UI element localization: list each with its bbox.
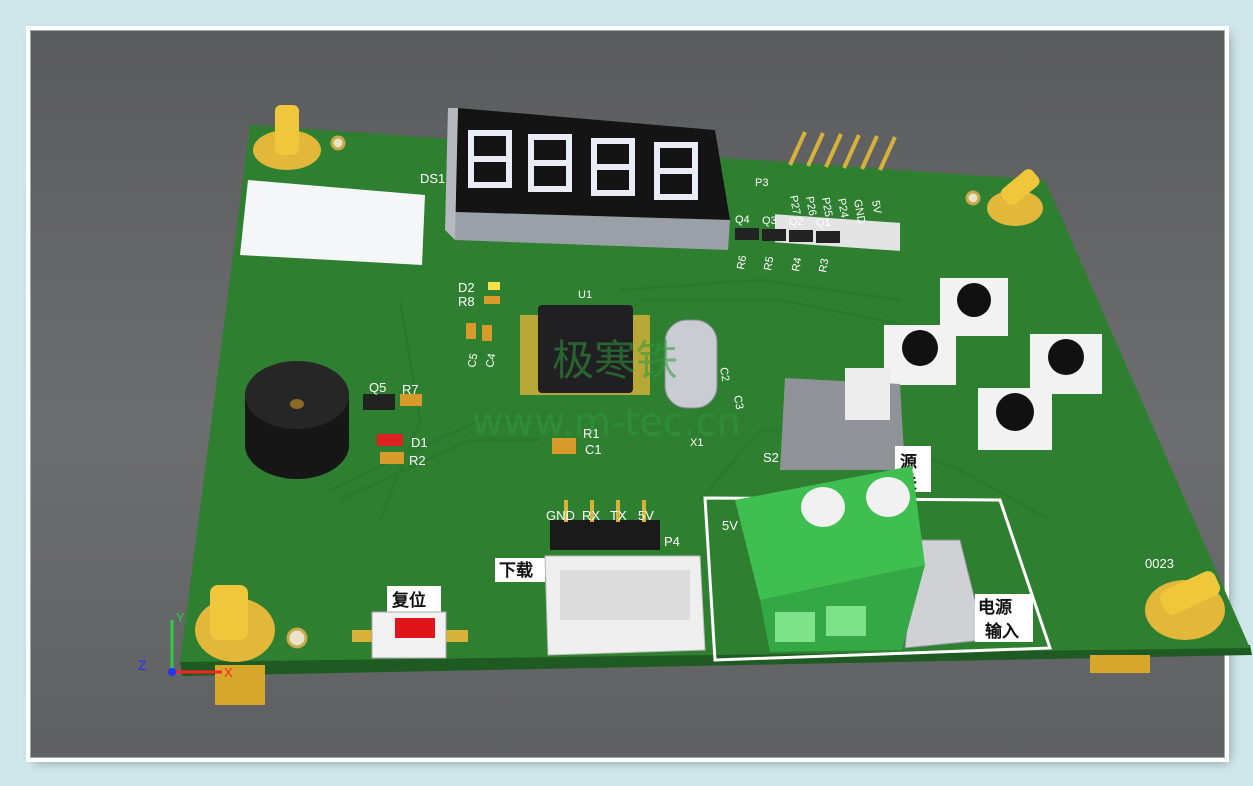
axis-y-label: Y (176, 610, 185, 625)
download-silk: 下载 (499, 560, 533, 581)
svg-text:Q1: Q1 (816, 217, 831, 229)
power-input-silk-bg (975, 594, 1033, 642)
svg-text:Q2: Q2 (789, 216, 804, 228)
p4-pin-labels: GND RX TX 5V (546, 508, 654, 523)
axis-x-label: X (224, 665, 233, 680)
ds1-label: DS1 (420, 171, 445, 186)
x1-label: X1 (690, 437, 703, 449)
svg-text:R1: R1 (583, 426, 600, 441)
svg-text:Q3: Q3 (762, 215, 777, 227)
svg-text:5V: 5V (869, 199, 883, 215)
passive-components (363, 282, 576, 464)
standoff-screws (195, 105, 1225, 705)
svg-text:GND: GND (851, 198, 867, 224)
svg-text:D2: D2 (458, 280, 475, 295)
svg-text:P24: P24 (835, 197, 850, 218)
p3-label: P3 (755, 177, 768, 189)
q-labels: Q4 Q3 Q2 Q1 (735, 214, 831, 229)
svg-text:Q4: Q4 (735, 214, 750, 226)
svg-text:C2: C2 (717, 366, 731, 382)
buzzer (245, 361, 349, 479)
watermark-url: www.m-tec.cn (472, 400, 741, 444)
left-part-labels: D2 R8 C5 C4 Q5 R7 D1 R2 R1 C1 C2 C3 (369, 280, 745, 468)
svg-text:RX: RX (582, 508, 600, 523)
seven-segment-display (445, 108, 730, 250)
mcu-chip (520, 305, 650, 395)
power-input-silk-2: 输入 (985, 621, 1019, 642)
crystal-oscillator (664, 319, 718, 409)
axis-indicator (168, 620, 222, 676)
power-switch[interactable] (780, 368, 905, 470)
svg-text:R3: R3 (817, 258, 831, 274)
svg-text:P27: P27 (787, 194, 802, 215)
mount-holes (286, 135, 981, 649)
download-connector[interactable] (544, 555, 706, 656)
svg-text:TX: TX (610, 508, 627, 523)
svg-text:C4: C4 (484, 353, 498, 369)
watermark-logo: 极寒铁 (552, 336, 678, 385)
svg-text:C3: C3 (731, 394, 745, 410)
svg-text:Q5: Q5 (369, 380, 386, 395)
svg-text:R5: R5 (762, 256, 776, 272)
reset-silk: 复位 (391, 590, 426, 611)
svg-text:P26: P26 (803, 195, 818, 216)
svg-text:R2: R2 (409, 453, 426, 468)
svg-text:5V: 5V (638, 508, 654, 523)
s2-label: S2 (763, 450, 779, 465)
p4-label: P4 (664, 534, 680, 549)
svg-text:R4: R4 (790, 257, 804, 273)
svg-text:P25: P25 (819, 196, 834, 217)
corner-code: 0023 (1145, 556, 1174, 571)
silk-5v: 5V (722, 518, 738, 533)
u1-label: U1 (578, 289, 592, 301)
p4-header (550, 500, 660, 550)
tactile-buttons[interactable] (884, 278, 1102, 450)
download-silk-bg (495, 558, 545, 582)
svg-text:R6: R6 (735, 255, 749, 271)
axis-z-label: Z (138, 657, 147, 673)
reset-button[interactable] (352, 611, 468, 659)
transistor-array (735, 228, 840, 243)
r-labels: R6 R5 R4 R3 (735, 255, 831, 274)
label-area (240, 180, 425, 265)
svg-text:C1: C1 (585, 442, 602, 457)
reset-silk-bg (387, 586, 441, 612)
screw-terminal (735, 466, 925, 652)
svg-text:R8: R8 (458, 294, 475, 309)
svg-text:R7: R7 (402, 382, 419, 397)
power-input-silk-1: 电源 (978, 597, 1012, 618)
svg-text:C5: C5 (466, 353, 480, 369)
svg-text:GND: GND (546, 508, 575, 523)
svg-text:D1: D1 (411, 435, 428, 450)
p3-pin-labels: P27 P26 P25 P24 GND 5V (787, 194, 883, 224)
